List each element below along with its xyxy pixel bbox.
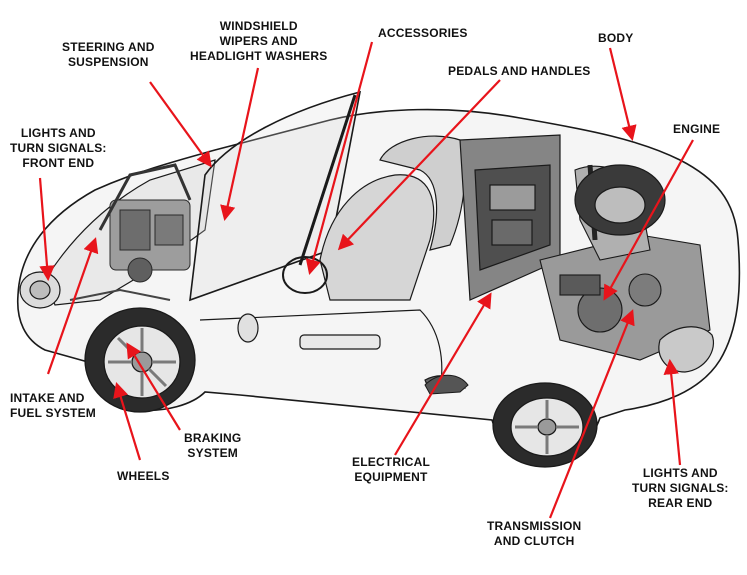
arrow-wheels — [113, 382, 142, 461]
arrow-transmission — [548, 309, 635, 519]
front-compartment — [69, 163, 192, 301]
callout-arrows — [38, 41, 694, 519]
arrow-steering — [149, 81, 212, 168]
label-engine: ENGINE — [673, 122, 721, 136]
label-wheels: WHEELS — [117, 469, 170, 483]
label-transmission-clutch: TRANSMISSION AND CLUTCH — [487, 519, 582, 548]
label-pedals-handles: PEDALS AND HANDLES — [448, 64, 591, 78]
arrow-lights-rear — [663, 358, 682, 466]
arrow-windshield — [220, 67, 260, 222]
arrow-accessories — [305, 41, 374, 275]
label-accessories: ACCESSORIES — [378, 26, 468, 40]
arrow-braking — [126, 342, 181, 431]
label-braking-system: BRAKING SYSTEM — [184, 431, 242, 460]
label-intake-fuel: INTAKE AND FUEL SYSTEM — [10, 391, 96, 420]
arrow-electrical — [394, 292, 492, 456]
rear-upper-tire — [574, 164, 666, 236]
arrow-engine — [603, 139, 694, 301]
arrow-pedals — [337, 79, 501, 251]
label-lights-front: LIGHTS AND TURN SIGNALS: FRONT END — [10, 126, 107, 170]
label-body: BODY — [598, 31, 634, 45]
arrow-body — [608, 47, 637, 141]
arrow-intake — [46, 237, 99, 375]
arrow-lights-front — [38, 177, 55, 282]
front-headlight — [19, 271, 61, 309]
label-lights-rear: LIGHTS AND TURN SIGNALS: REAR END — [632, 466, 729, 510]
label-steering-suspension: STEERING AND SUSPENSION — [62, 40, 155, 69]
rear-wheel — [492, 382, 598, 468]
label-windshield-wipers: WINDSHIELD WIPERS AND HEADLIGHT WASHERS — [190, 19, 328, 63]
side-vent — [424, 374, 469, 395]
interior-seats — [282, 135, 466, 301]
front-wheel — [84, 307, 196, 413]
label-electrical-equipment: ELECTRICAL EQUIPMENT — [352, 455, 430, 484]
